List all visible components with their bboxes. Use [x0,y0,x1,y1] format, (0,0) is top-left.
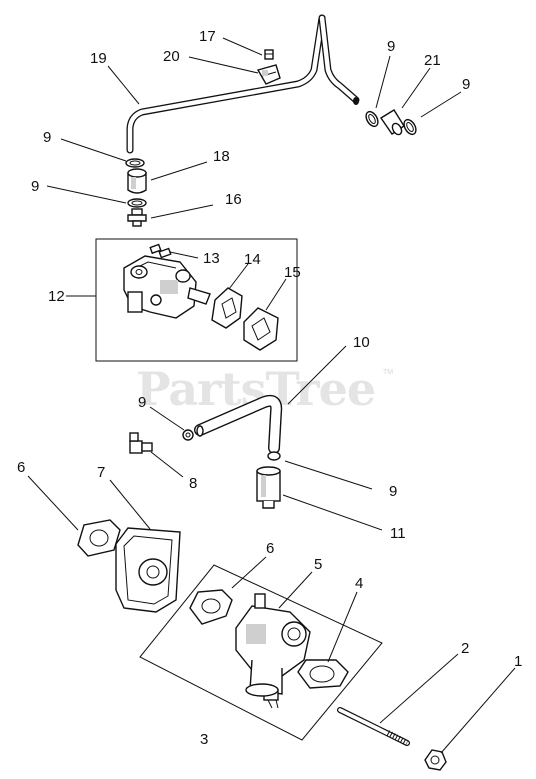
callout-20: 20 [163,48,180,65]
inline-filter-part-11 [256,466,281,509]
callout-9-left-a: 9 [43,129,51,146]
callout-9-top-b: 9 [462,76,470,93]
fitting-part-19 [264,49,274,60]
gasket-part-6-left [77,519,121,557]
hose-clamp-part-9-mid-left [127,198,147,208]
callout-12: 12 [48,288,65,305]
callout-3: 3 [200,731,208,748]
callout-11: 11 [390,525,406,542]
callout-9-top-a: 9 [387,38,395,55]
callout-16: 16 [225,191,242,208]
fitting-part-16 [127,208,147,227]
watermark-trademark: TM [383,369,393,376]
fuel-line-part-18 [126,14,360,154]
callout-6-right: 6 [266,540,274,557]
hose-clamp-part-9-center-left [182,429,194,441]
gasket-part-6-right [189,589,233,625]
callout-9-left-b: 9 [31,178,39,195]
callout-18: 19 [90,50,107,67]
nut-part-1 [424,749,447,771]
screws-part-13 [149,243,172,259]
callout-14: 14 [244,251,261,268]
carburetor-assembly-bracket-part-3 [139,564,383,741]
callout-9-mid-a: 9 [138,394,146,411]
carburetor-part-5 [235,593,311,709]
callout-19: 17 [199,28,216,45]
fuel-pump-kit-box [95,238,298,362]
callout-10: 10 [353,334,370,351]
connector-part-21 [380,109,405,136]
hose-clamp-part-9-center-right [267,451,281,461]
callout-13: 13 [203,250,220,267]
hose-clamp-part-9-top-left [125,158,145,168]
callout-1: 1 [514,653,522,670]
callout-4: 4 [355,575,363,592]
stud-part-2 [337,707,410,746]
fuel-hose-part-10 [194,394,283,454]
hose-clamp-part-9-upper-left [365,110,379,128]
callout-9-mid-b: 9 [389,483,397,500]
clamp-part-20 [256,64,281,85]
gasket-part-15 [243,307,279,351]
heat-shield-part-7 [115,527,181,613]
callout-2: 2 [461,640,469,657]
fuel-pump-part-12 [123,255,211,319]
fuel-filter-part-17 [127,168,147,194]
callout-15: 15 [284,264,301,281]
hose-clamp-part-9-upper-right [403,118,417,136]
callout-7: 7 [97,464,105,481]
callout-17: 18 [213,148,230,165]
gasket-part-14 [211,287,243,329]
callout-8: 8 [189,475,197,492]
elbow-fitting-part-8 [129,432,153,454]
callout-5: 5 [314,556,322,573]
gasket-part-4 [297,659,349,689]
callout-21: 21 [424,52,441,69]
leader-lines [27,37,516,754]
callout-6-left: 6 [17,459,25,476]
